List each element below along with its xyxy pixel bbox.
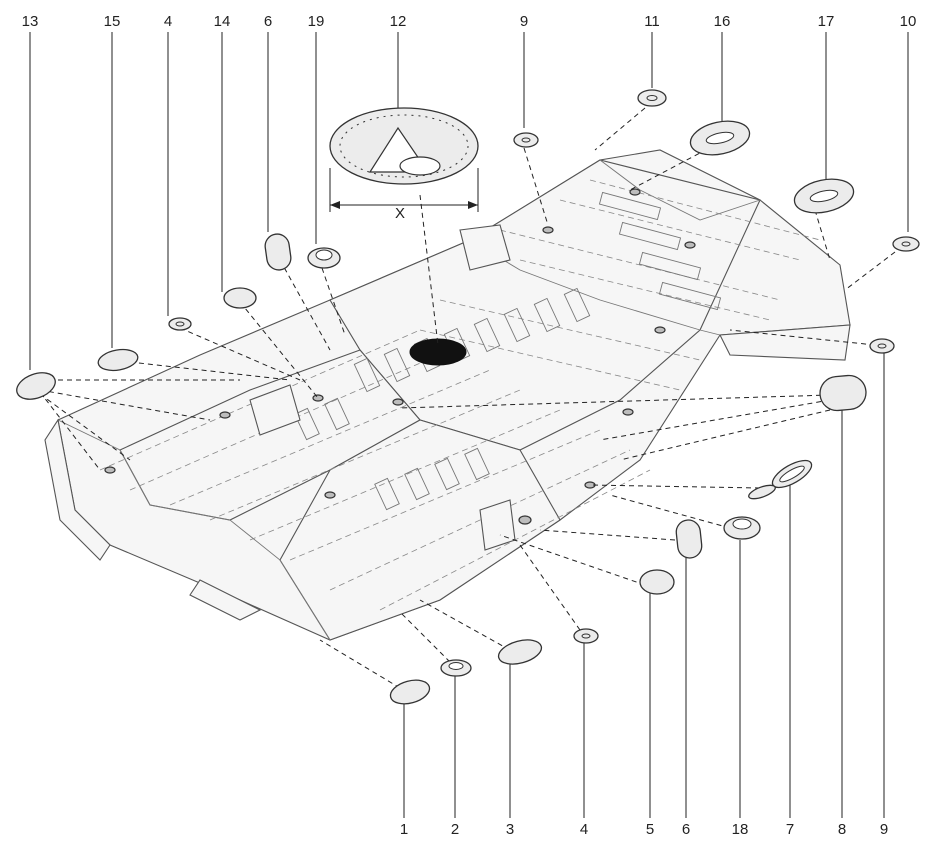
callout-15: 15 xyxy=(104,13,121,30)
plug-15 xyxy=(97,348,139,372)
plug-9-bottom xyxy=(869,338,895,354)
callout-16: 16 xyxy=(714,13,731,30)
plug-11 xyxy=(637,89,667,107)
plugs-top xyxy=(16,89,920,400)
callout-8: 8 xyxy=(838,821,846,838)
callout-5: 5 xyxy=(646,821,654,838)
callout-6-top: 6 xyxy=(264,13,272,30)
callout-18: 18 xyxy=(732,821,749,838)
callout-19: 19 xyxy=(308,13,325,30)
dimension-x: X xyxy=(329,168,479,222)
callouts-bottom: 1 2 3 4 5 6 18 7 8 9 xyxy=(400,821,888,838)
callout-2: 2 xyxy=(451,821,459,838)
plug-10 xyxy=(892,236,920,252)
plug-8 xyxy=(819,374,867,412)
plug-6-top xyxy=(264,233,292,271)
large-service-cover xyxy=(329,107,479,185)
callout-13: 13 xyxy=(22,13,39,30)
plug-5 xyxy=(639,569,675,595)
dimension-x-label: X xyxy=(395,205,405,222)
plug-3 xyxy=(497,639,543,665)
plug-7 xyxy=(748,459,813,500)
callout-10: 10 xyxy=(900,13,917,30)
callout-9-top: 9 xyxy=(520,13,528,30)
floor-pan xyxy=(44,149,851,641)
plug-13 xyxy=(16,372,56,400)
leader-lines xyxy=(29,32,909,818)
callout-4-top: 4 xyxy=(164,13,172,30)
callout-4-bottom: 4 xyxy=(580,821,588,838)
callout-12: 12 xyxy=(390,13,407,30)
plugs-bottom xyxy=(389,338,895,705)
plug-14 xyxy=(223,287,257,309)
plug-4-top xyxy=(168,317,192,331)
callout-17: 17 xyxy=(818,13,835,30)
plug-9-top xyxy=(513,132,539,148)
callout-3: 3 xyxy=(506,821,514,838)
plug-4-bottom xyxy=(573,628,599,644)
spare-wheel-well-hole xyxy=(409,338,467,366)
callout-6-bottom: 6 xyxy=(682,821,690,838)
plug-6-bottom xyxy=(675,519,703,559)
plug-1 xyxy=(389,679,431,705)
callout-7: 7 xyxy=(786,821,794,838)
callouts-top: 13 15 4 14 6 19 12 9 11 16 17 10 xyxy=(22,13,917,30)
indication-lines xyxy=(39,107,896,689)
callout-1: 1 xyxy=(400,821,408,838)
callout-11: 11 xyxy=(644,13,660,30)
callout-9-bottom: 9 xyxy=(880,821,888,838)
callout-14: 14 xyxy=(214,13,231,30)
